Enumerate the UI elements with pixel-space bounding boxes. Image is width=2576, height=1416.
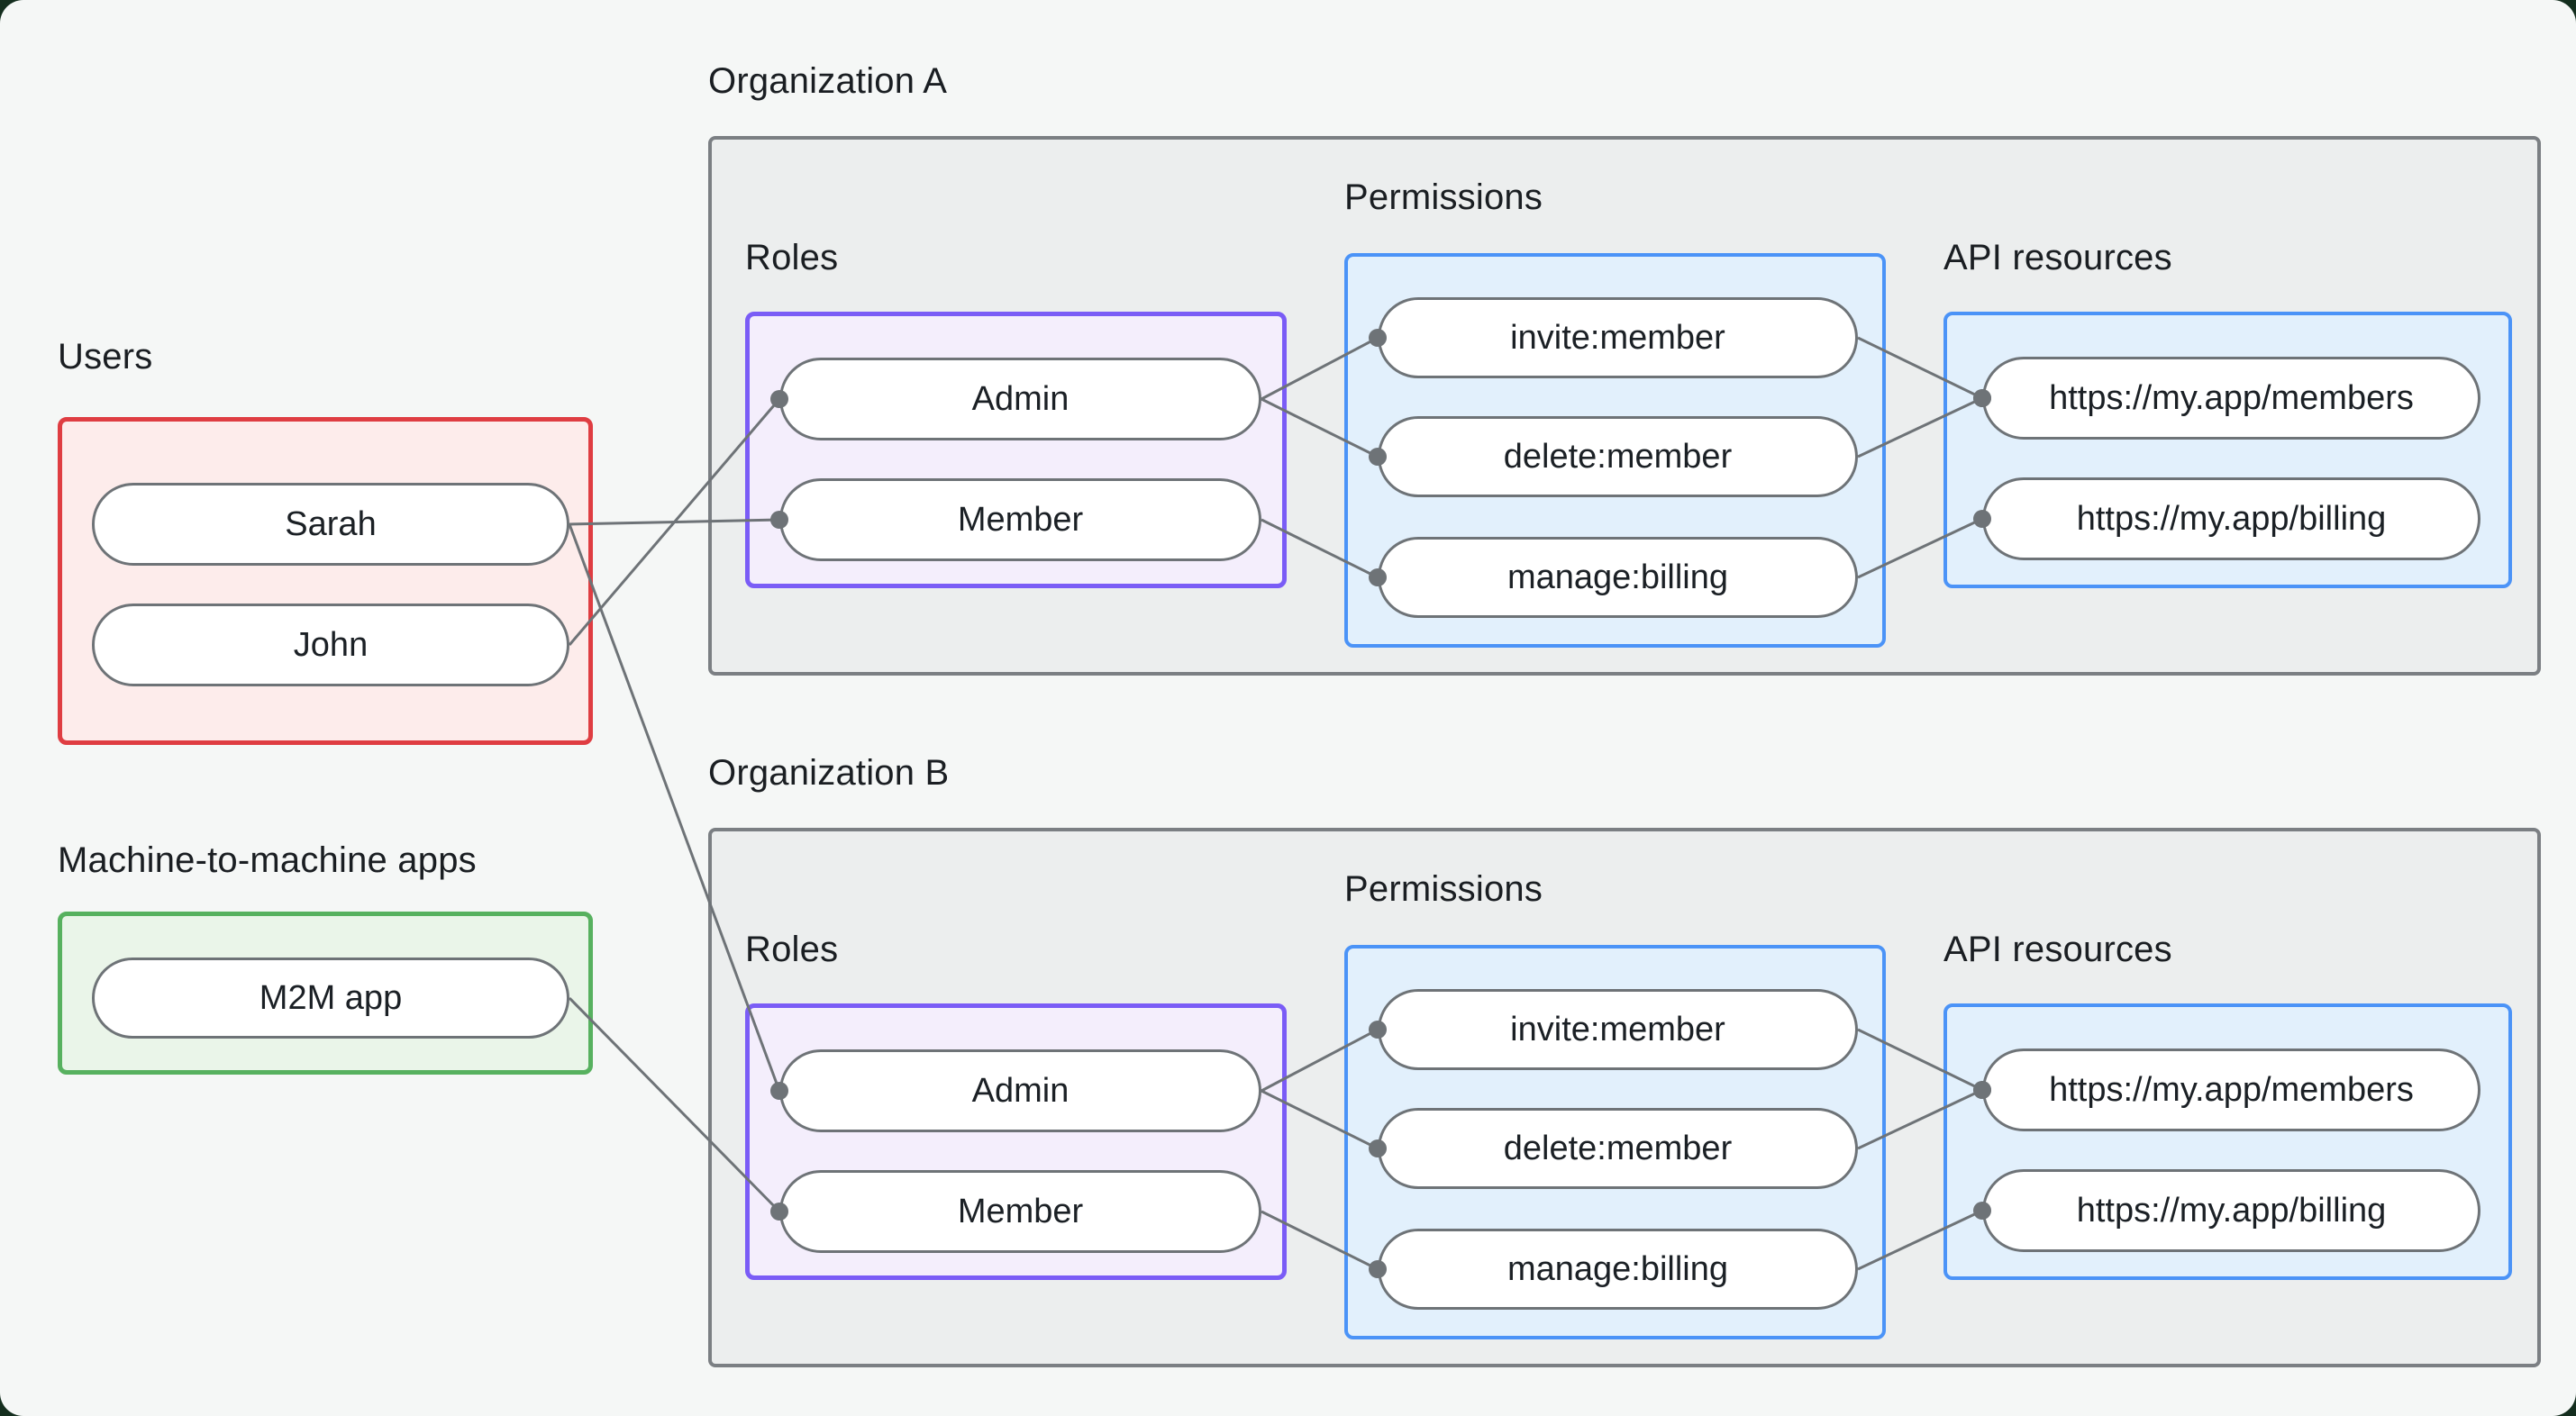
node-org-b-permission-manage-billing: manage:billing [1378, 1229, 1858, 1310]
org-b-permissions-box: invite:member delete:member manage:billi… [1344, 945, 1886, 1339]
org-a-api-resources-label: API resources [1943, 238, 2172, 277]
node-m2m-app: M2M app [92, 958, 569, 1039]
node-org-a-api-members: https://my.app/members [1982, 357, 2480, 440]
org-b-box: Roles Admin Member Permissions invite:me… [708, 828, 2541, 1367]
node-user-sarah: Sarah [92, 483, 569, 566]
node-org-a-permission-manage-billing: manage:billing [1378, 537, 1858, 618]
node-org-b-api-members: https://my.app/members [1982, 1048, 2480, 1131]
node-org-a-api-billing: https://my.app/billing [1982, 477, 2480, 560]
node-org-a-role-admin: Admin [779, 358, 1261, 440]
org-b-roles-box: Admin Member [745, 1003, 1287, 1280]
org-a-box: Roles Admin Member Permissions invite:me… [708, 136, 2541, 676]
node-org-a-permission-invite-member: invite:member [1378, 297, 1858, 378]
m2m-group-box: M2M app [58, 912, 593, 1075]
m2m-group-label: Machine-to-machine apps [58, 840, 477, 880]
org-a-permissions-box: invite:member delete:member manage:billi… [1344, 253, 1886, 648]
org-b-api-resources-label: API resources [1943, 930, 2172, 969]
org-a-permissions-label: Permissions [1344, 177, 1543, 217]
node-org-b-permission-invite-member: invite:member [1378, 989, 1858, 1070]
org-b-permissions-label: Permissions [1344, 869, 1543, 909]
org-b-api-resources-box: https://my.app/members https://my.app/bi… [1943, 1003, 2512, 1280]
node-org-b-role-member: Member [779, 1170, 1261, 1253]
node-user-john: John [92, 604, 569, 686]
node-org-b-role-admin: Admin [779, 1049, 1261, 1132]
org-a-roles-box: Admin Member [745, 312, 1287, 588]
org-a-api-resources-box: https://my.app/members https://my.app/bi… [1943, 312, 2512, 588]
org-b-roles-label: Roles [745, 930, 839, 969]
org-b-label: Organization B [708, 753, 950, 793]
node-org-b-permission-delete-member: delete:member [1378, 1108, 1858, 1189]
users-group-box: Sarah John [58, 417, 593, 745]
node-org-a-permission-delete-member: delete:member [1378, 416, 1858, 497]
node-org-b-api-billing: https://my.app/billing [1982, 1169, 2480, 1252]
node-org-a-role-member: Member [779, 478, 1261, 561]
org-a-label: Organization A [708, 61, 948, 101]
users-group-label: Users [58, 337, 153, 377]
org-a-roles-label: Roles [745, 238, 839, 277]
